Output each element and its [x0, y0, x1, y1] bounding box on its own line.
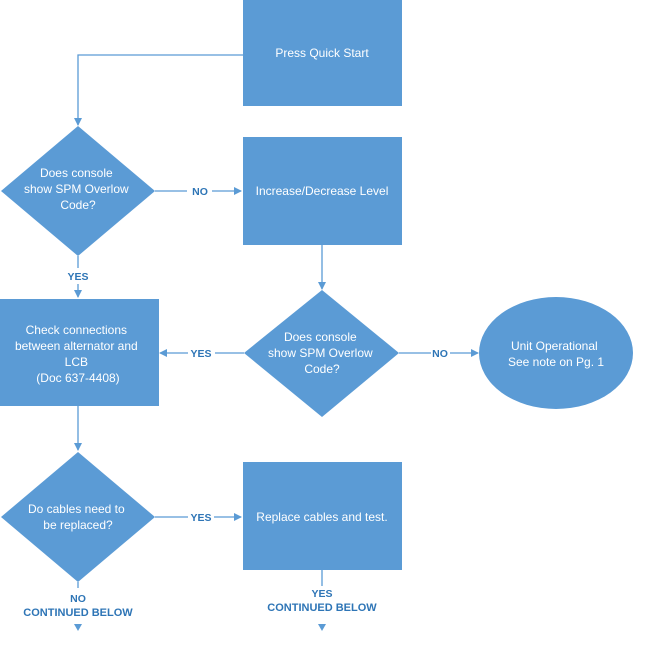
edge-label-decision3-yes: YES — [190, 512, 211, 524]
edge-label-replace-yes: YES — [311, 588, 332, 600]
process-replace-cables — [243, 462, 402, 570]
decision-3 — [1, 452, 155, 582]
decision-3-text: Do cables need to be replaced? — [28, 502, 128, 532]
increase-decrease-text: Increase/Decrease Level — [256, 184, 389, 198]
edge-label-decision2-no: NO — [432, 348, 448, 360]
edge-label-decision1-yes: YES — [67, 271, 88, 283]
continued-right-arrowhead — [318, 624, 326, 631]
edge-label-decision1-no: NO — [192, 186, 208, 198]
process-check-connections — [0, 299, 159, 406]
process-press-quick-start — [243, 0, 402, 106]
connectors — [74, 54, 479, 588]
press-quick-start-text: Press Quick Start — [275, 46, 369, 60]
edge-label-decision3-no: NO — [70, 593, 86, 605]
check-connections-text: Check connections between alternator and… — [15, 323, 141, 385]
decision-2-text: Does console show SPM Overlow Code? — [268, 330, 376, 376]
decision-1-text: Does console show SPM Overlow Code? — [24, 166, 132, 212]
unit-operational-text: Unit Operational See note on Pg. 1 — [508, 339, 604, 369]
decision-2 — [244, 290, 399, 417]
edge-start-to-decision1 — [74, 54, 243, 126]
continued-below-right: CONTINUED BELOW — [267, 602, 377, 614]
continued-below-left: CONTINUED BELOW — [23, 607, 133, 619]
process-increase-decrease — [243, 137, 402, 245]
decision-1 — [1, 126, 155, 256]
terminal-unit-operational — [479, 297, 633, 409]
replace-cables-text: Replace cables and test. — [256, 510, 387, 524]
continued-left-arrowhead — [74, 624, 82, 631]
edge-label-decision2-yes: YES — [190, 348, 211, 360]
